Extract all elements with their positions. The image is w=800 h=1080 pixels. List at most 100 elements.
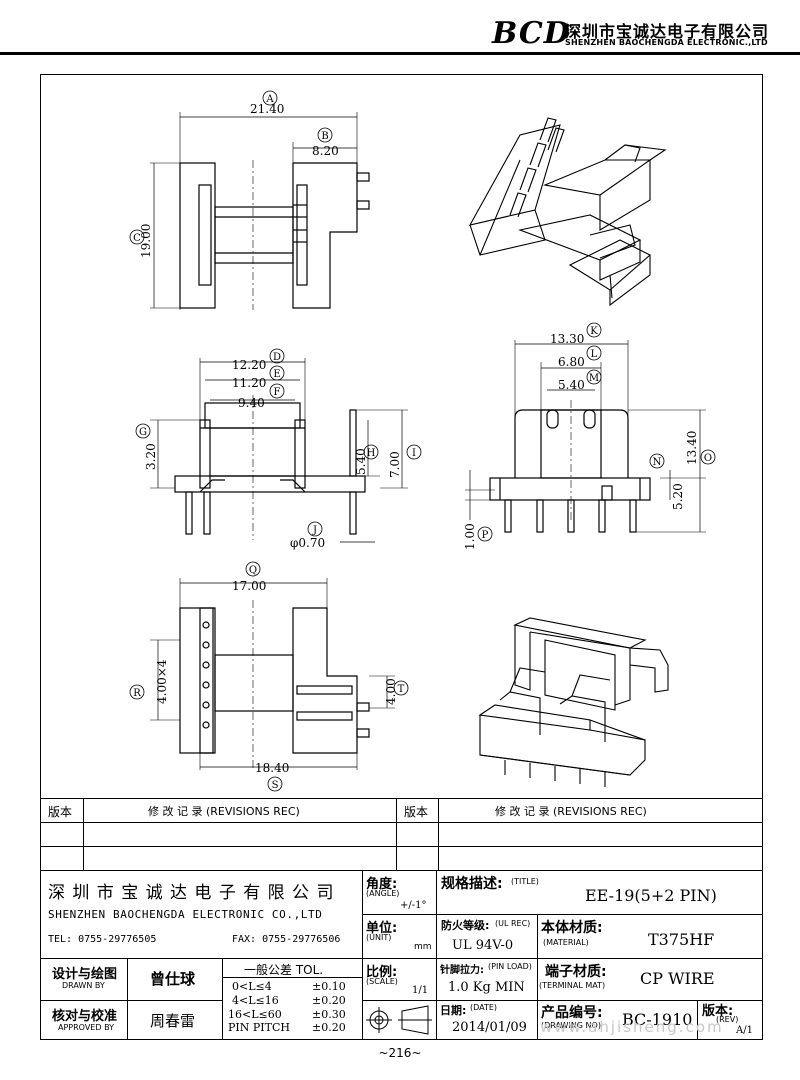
company-name-cn: 深圳市宝诚达电子有限公司: [565, 22, 770, 41]
tb-row-rule-2: [40, 958, 763, 959]
ref-t: T: [398, 684, 405, 695]
rev-col-rule-3: [438, 798, 439, 870]
ref-i: I: [412, 448, 416, 459]
tb-pin-value: 1.0 Kg MIN: [448, 980, 525, 995]
tb-col-rule-a: [362, 870, 363, 1040]
tb-ul-value: UL 94V-0: [452, 938, 514, 953]
ref-o: O: [704, 453, 712, 464]
dim-i-label: 7.00: [388, 451, 402, 478]
dim-k-label: 13.30: [550, 332, 584, 346]
rev-top-rule: [40, 798, 763, 799]
ref-h: H: [367, 448, 376, 459]
tb-company-cn: 深 圳 市 宝 诚 达 电 子 有 限 公 司: [48, 883, 335, 903]
tb-rev-label: 版本:: [702, 1004, 734, 1019]
tb-title-label: 规格描述:: [441, 876, 503, 892]
rev-header-rule: [40, 822, 763, 823]
tb-drawn-label: 设计与绘图: [52, 967, 118, 982]
tb-scale-en: (SCALE): [366, 977, 398, 986]
drawing-frame: [40, 74, 763, 1040]
tb-tol-range-2: 16<L≤60: [228, 1008, 282, 1021]
tb-title-en: (TITLE): [511, 877, 539, 886]
tb-unit-label: 单位:: [366, 921, 398, 936]
rev-col-rule-1: [83, 798, 84, 870]
tb-col-rule-b: [436, 870, 437, 1040]
isometric-view-2: [478, 617, 669, 787]
tb-tol-rule: [222, 977, 362, 978]
tb-scale-label: 比例:: [366, 965, 398, 980]
tb-tol-range-1: 4<L≤16: [232, 994, 279, 1007]
header-rule: [0, 52, 800, 55]
tb-col-rule-e: [222, 958, 223, 1040]
tb-terminal-value: CP WIRE: [640, 969, 715, 988]
tb-date-label: 日期:: [440, 1004, 467, 1017]
isometric-view-1: [468, 117, 667, 307]
tb-pin-label: 针脚拉力:: [440, 965, 484, 976]
dim-q-label: 17.00: [232, 579, 266, 593]
rev-col4-header: 修 改 记 录 (REVISIONS REC): [495, 805, 647, 818]
tb-col-rule-d: [127, 958, 128, 1040]
tb-tol-range-0: 0<L≤4: [232, 980, 272, 993]
tb-approved-label: 核对与校准: [52, 1009, 118, 1024]
tb-drawn-en: DRAWN BY: [62, 981, 105, 990]
ref-l: L: [591, 349, 598, 360]
dim-e-label: 11.20: [232, 376, 266, 390]
tb-ul-label: 防火等级:: [441, 919, 490, 932]
ref-g: G: [139, 427, 147, 438]
tb-tol-value-3: ±0.20: [312, 1021, 346, 1034]
tb-row-rule-3b: [362, 1000, 763, 1001]
watermark-text: www.ahjisheng.com: [540, 1018, 724, 1036]
tb-approved-value: 周春雷: [150, 1012, 196, 1030]
top-view: [150, 112, 370, 310]
rev-col2-header: 修 改 记 录 (REVISIONS REC): [148, 805, 300, 818]
rev-row-rule: [40, 846, 763, 847]
tb-drawn-value: 曾仕球: [150, 970, 196, 988]
dim-m-label: 5.40: [558, 378, 585, 392]
tb-tol-value-0: ±0.10: [312, 980, 346, 993]
ref-f: F: [274, 387, 281, 398]
dim-a-label: 21.40: [250, 102, 284, 116]
tb-fax: FAX: 0755-29776506: [232, 934, 341, 945]
tb-terminal-label: 端子材质:: [545, 964, 607, 980]
tb-material-label: 本体材质:: [541, 920, 603, 936]
ref-p: P: [482, 530, 489, 541]
dim-d-label: 12.20: [232, 358, 266, 372]
tb-approved-en: APPROVED BY: [58, 1023, 115, 1032]
tb-drawing-no-en: (DRAWING NO): [541, 1021, 601, 1030]
ref-q: Q: [249, 565, 257, 576]
title-block-top-rule: [40, 870, 763, 871]
tb-row-rule-1: [362, 914, 763, 915]
ref-b: B: [321, 131, 328, 142]
dim-o-label: 13.40: [685, 431, 699, 465]
dim-n-label: 5.20: [671, 483, 685, 510]
tb-unit-en: (UNIT): [366, 933, 392, 942]
tb-tol-value-2: ±0.30: [312, 1008, 346, 1021]
ref-j: J: [312, 525, 317, 536]
ref-s: S: [272, 780, 279, 791]
side-view: [465, 340, 706, 533]
ref-a: A: [265, 94, 274, 105]
tb-unit-value: mm: [414, 942, 432, 952]
dim-j-label: φ0.70: [290, 536, 325, 550]
tb-material-value: T375HF: [648, 930, 715, 949]
tb-drawing-no-label: 产品编号:: [541, 1005, 603, 1021]
ref-r: R: [133, 688, 141, 699]
tb-col-rule-c: [537, 914, 538, 1040]
tb-angle-en: (ANGLE): [366, 889, 400, 898]
tb-drawing-no-value: BC-1910: [622, 1010, 693, 1029]
tb-rev-en: (REV): [716, 1015, 739, 1024]
rev-col-rule-2: [396, 798, 397, 870]
company-logo: BCD: [492, 16, 571, 51]
tb-tol-range-3: PIN PITCH: [228, 1021, 290, 1034]
bottom-view: [150, 578, 395, 770]
ref-m: M: [589, 373, 599, 384]
dim-l-label: 6.80: [558, 355, 585, 369]
dim-p-label: 1.00: [463, 523, 477, 550]
ref-c: C: [133, 233, 141, 244]
ref-n: N: [653, 457, 662, 468]
tb-company-en: SHENZHEN BAOCHENGDA ELECTRONIC CO.,LTD: [48, 908, 323, 921]
dim-r-label: 4.00×4: [155, 659, 169, 704]
tb-rev-value: A/1: [736, 1025, 753, 1036]
tb-angle-label: 角度:: [366, 877, 398, 892]
tb-material-en: (MATERIAL): [543, 938, 589, 947]
rev-col3-header: 版本: [404, 805, 429, 819]
